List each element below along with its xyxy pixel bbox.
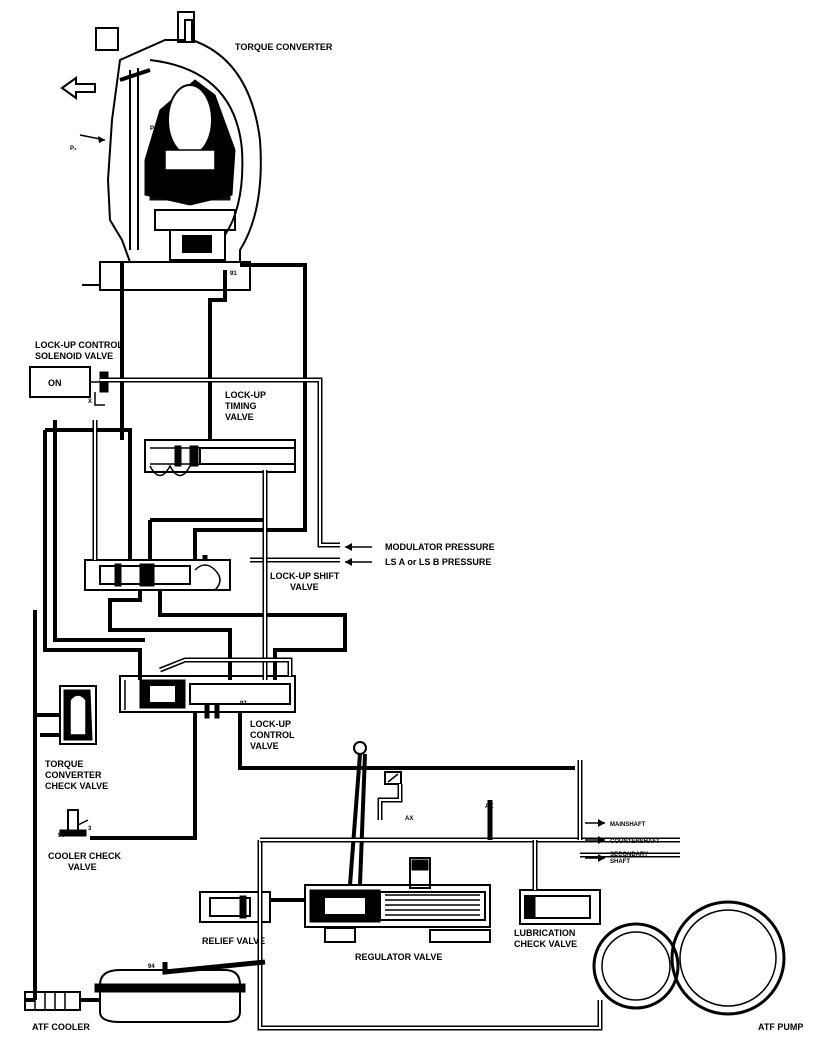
atf-pump-label: ATF PUMP: [758, 1022, 803, 1032]
secondary-shaft-label-line1: SECONDARY: [610, 852, 648, 858]
cooler-check-valve: [59, 809, 89, 837]
port-90-label: 90: [58, 833, 65, 839]
countershaft-label: COUNTERSHAFT: [610, 839, 660, 845]
port-x-label: X: [88, 399, 92, 405]
cooler-check-label-line2: VALVE: [68, 862, 97, 872]
modulator-pressure-label: MODULATOR PRESSURE: [385, 542, 495, 552]
ls-pressure-label: LS A or LS B PRESSURE: [385, 557, 491, 567]
atf-strainer: [94, 969, 246, 1023]
cooler-check-label-line1: COOLER CHECK: [48, 851, 122, 861]
lockup-control-valve: [119, 675, 296, 719]
torque-converter-label: TORQUE CONVERTER: [235, 42, 333, 52]
timing-valve-label-line3: VALVE: [225, 412, 254, 422]
port-p1-label: P₁: [150, 126, 157, 132]
timing-valve-label-line2: TIMING: [225, 401, 257, 411]
pressure-gauge: [353, 741, 367, 755]
ls-pressure-arrow-icon: [345, 558, 372, 566]
lubrication-check-valve: [519, 889, 601, 925]
port-92-label: 92: [240, 701, 247, 707]
orifice-symbol: [384, 771, 402, 785]
port-p2-label: P₂: [70, 146, 77, 152]
solenoid-label-line2: SOLENOID VALVE: [35, 351, 113, 361]
port-94-label: 94: [148, 964, 155, 970]
flow-arrow-icon: [60, 76, 96, 100]
port-91-label: 91: [230, 271, 237, 277]
lube-check-label-line1: LUBRICATION: [514, 928, 575, 938]
lockup-timing-valve: [144, 439, 296, 477]
lockup-shift-valve: [84, 559, 231, 591]
tc-check-label-line2: CONVERTER: [45, 770, 102, 780]
tc-check-label-line3: CHECK VALVE: [45, 781, 108, 791]
shift-valve-label-line1: LOCK-UP SHIFT: [270, 571, 340, 581]
port-3-label: 3: [88, 826, 92, 832]
regulator-valve-label: REGULATOR VALVE: [355, 952, 442, 962]
solenoid-label-line1: LOCK-UP CONTROL: [35, 340, 123, 350]
lockup-solenoid-valve: [29, 366, 109, 406]
solenoid-state: ON: [48, 378, 62, 388]
shift-valve-label-line2: VALVE: [290, 582, 319, 592]
torque-converter: [82, 11, 262, 291]
torque-converter-check-valve: [59, 685, 97, 745]
control-valve-label-line2: CONTROL: [250, 730, 295, 740]
control-valve-label-line1: LOCK-UP: [250, 719, 291, 729]
control-valve-label-line3: VALVE: [250, 741, 279, 751]
hydraulic-lines: [25, 262, 575, 1002]
countershaft-arrow-icon: [585, 836, 605, 844]
secondary-shaft-label-line2: SHAFT: [610, 859, 630, 865]
regulator-valve: [304, 857, 491, 943]
modulator-pressure-arrow-icon: [345, 543, 372, 551]
lube-check-label-line2: CHECK VALVE: [514, 939, 577, 949]
secondary-lines: [92, 377, 680, 1031]
relief-valve-label: RELIEF VALVE: [202, 936, 265, 946]
port-ax-label: AX: [405, 816, 413, 822]
mainshaft-arrow-icon: [585, 819, 605, 827]
atf-pump: [592, 900, 786, 1016]
secondary-shaft-arrow-icon: [585, 854, 605, 862]
relief-valve: [199, 891, 271, 923]
timing-valve-label-line1: LOCK-UP: [225, 390, 266, 400]
tc-check-label-line1: TORQUE: [45, 759, 83, 769]
atf-cooler-label: ATF COOLER: [32, 1022, 90, 1032]
mainshaft-label: MAINSHAFT: [610, 822, 646, 828]
